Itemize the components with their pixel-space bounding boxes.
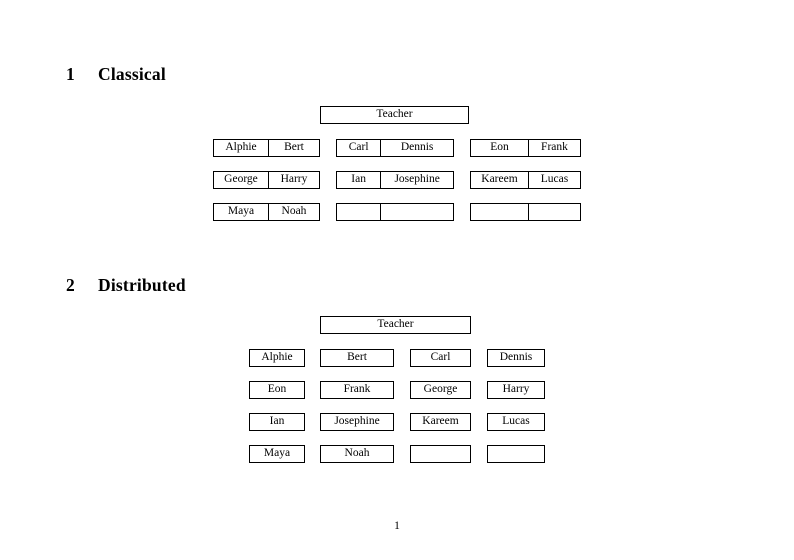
name-box[interactable]: Lucas [487,413,545,431]
pair-group-row[interactable]: Alphie Bert [213,139,320,157]
name-cell[interactable]: Ian [351,173,366,186]
pair-group-row[interactable]: Maya Noah [213,203,320,221]
name-cell[interactable]: Noah [267,204,319,220]
name-box[interactable]: Ian [249,413,305,431]
name-box-empty[interactable] [487,445,545,463]
name-cell[interactable]: Bert [267,140,319,156]
section-number: 1 [66,64,75,84]
name-box[interactable]: Carl [410,349,471,367]
name-box[interactable]: Josephine [320,413,394,431]
page-number: 1 [394,520,400,532]
teacher-box-classical[interactable]: Teacher [320,106,469,124]
name-box[interactable]: Maya [249,445,305,463]
name-cell[interactable]: Alphie [225,141,257,154]
section-heading-classical: 1 Classical [66,64,166,85]
section-title: Distributed [98,275,186,295]
name-cell-empty[interactable] [527,204,580,220]
name-cell-empty[interactable] [380,204,453,220]
name-cell[interactable]: Eon [490,141,509,154]
name-box-empty[interactable] [410,445,471,463]
name-box[interactable]: Kareem [410,413,471,431]
name-cell[interactable]: Lucas [527,172,580,188]
name-cell[interactable]: Carl [348,141,369,154]
pair-group-row[interactable]: George Harry [213,171,320,189]
pair-group-row-empty[interactable] [470,203,581,221]
pair-group-row[interactable]: Carl Dennis [336,139,454,157]
name-cell[interactable]: Josephine [380,172,453,188]
name-cell[interactable]: George [224,173,258,186]
section-heading-distributed: 2 Distributed [66,275,186,296]
name-box[interactable]: Noah [320,445,394,463]
name-cell[interactable]: Kareem [481,173,518,186]
name-box[interactable]: Bert [320,349,394,367]
name-box[interactable]: Frank [320,381,394,399]
teacher-box-distributed[interactable]: Teacher [320,316,471,334]
name-box[interactable]: Alphie [249,349,305,367]
section-title: Classical [98,64,166,84]
name-box[interactable]: Eon [249,381,305,399]
section-number: 2 [66,275,75,295]
name-cell[interactable]: Frank [527,140,580,156]
pair-group-row[interactable]: Eon Frank [470,139,581,157]
pair-group-row[interactable]: Ian Josephine [336,171,454,189]
name-box[interactable]: Harry [487,381,545,399]
name-cell[interactable]: Harry [267,172,319,188]
name-cell-empty[interactable] [337,204,380,220]
pair-group-row-empty[interactable] [336,203,454,221]
name-box[interactable]: Dennis [487,349,545,367]
name-cell[interactable]: Maya [227,205,255,218]
name-cell[interactable]: Dennis [380,140,453,156]
pair-group-row[interactable]: Kareem Lucas [470,171,581,189]
name-cell-empty[interactable] [471,204,528,220]
name-box[interactable]: George [410,381,471,399]
